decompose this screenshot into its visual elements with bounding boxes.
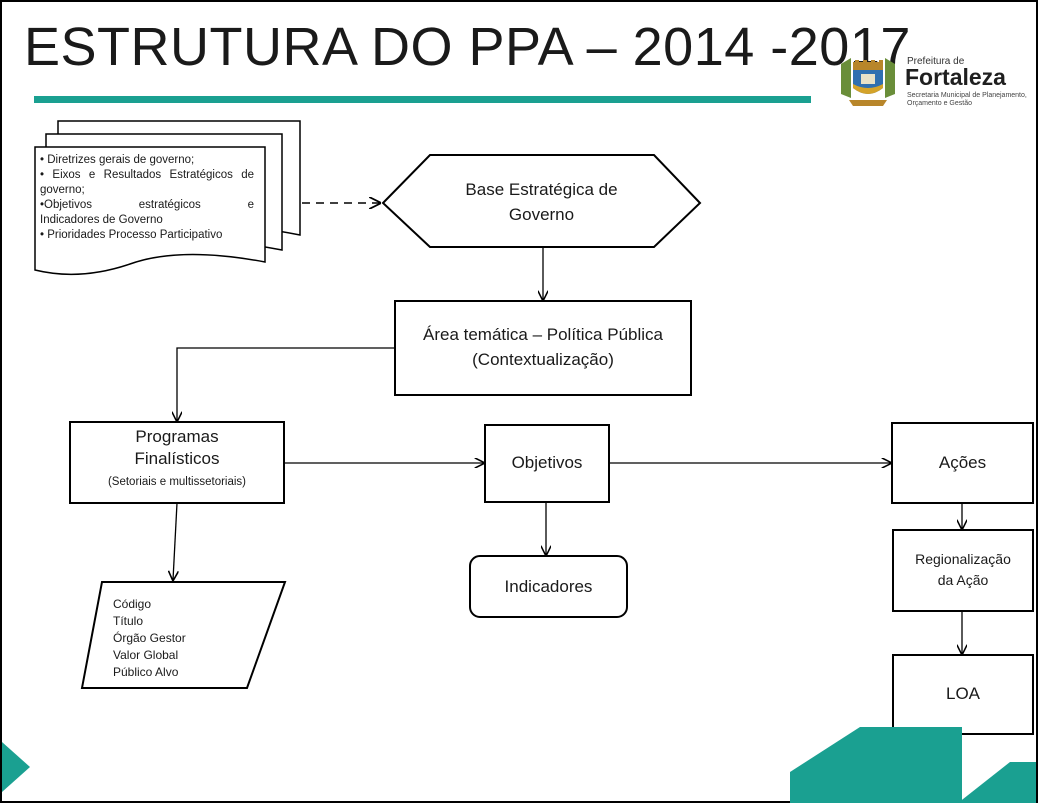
base-line1: Base Estratégica de xyxy=(465,180,618,199)
regionalizacao-line2: da Ação xyxy=(937,572,989,588)
atributo-item: Código xyxy=(113,597,152,611)
acoes-box xyxy=(891,422,1034,504)
programas-line1: Programas xyxy=(135,427,219,446)
atributos-list: Código Título Órgão Gestor Valor Global … xyxy=(113,596,186,681)
programas-note: (Setoriais e multissetoriais) xyxy=(107,476,247,488)
atributo-item: Público Alvo xyxy=(113,665,179,679)
atributo-item: Título xyxy=(113,614,144,628)
doc-line: •Objetivos estratégicos e xyxy=(40,199,254,211)
diretrizes-text: • Diretrizes gerais de governo; • Eixos … xyxy=(40,153,254,243)
loa-box xyxy=(892,654,1034,735)
document-stack-shape xyxy=(34,120,301,276)
title-underline xyxy=(34,96,811,103)
atributos-parallelogram xyxy=(80,581,287,689)
doc-line: • Diretrizes gerais de governo; xyxy=(40,154,195,166)
regionalizacao-box xyxy=(892,529,1034,612)
acoes-label: Ações xyxy=(938,453,987,472)
prefeitura-logo: Prefeitura de Fortaleza Secretaria Munic… xyxy=(835,54,1027,108)
doc-line: • Prioridades Processo Participativo xyxy=(40,229,223,241)
logo-prefix: Prefeitura de xyxy=(907,56,965,67)
teal-corner-shape xyxy=(790,727,962,803)
atributo-item: Órgão Gestor xyxy=(113,631,186,645)
logo-name: Fortaleza xyxy=(905,64,1006,90)
regionalizacao-label: Regionalização da Ação xyxy=(893,549,1033,591)
area-line1: Área temática – Política Pública xyxy=(422,325,663,344)
doc-line: Indicadores de Governo xyxy=(40,214,163,226)
regionalizacao-line1: Regionalização xyxy=(915,551,1011,567)
doc-line: governo; xyxy=(40,184,85,196)
arrow-programas-to-atributos xyxy=(173,502,177,580)
loa-label: LOA xyxy=(945,684,981,703)
indicadores-label: Indicadores xyxy=(504,577,593,596)
base-estrategica-label: Base Estratégica de Governo xyxy=(383,177,700,227)
slide-title: ESTRUTURA DO PPA – 2014 -2017 xyxy=(24,17,911,77)
indicadores-box xyxy=(469,555,628,618)
atributo-item: Valor Global xyxy=(113,648,179,662)
coat-of-arms-icon xyxy=(841,58,895,106)
area-tematica-label: Área temática – Política Pública (Contex… xyxy=(395,322,691,372)
programas-label: Programas Finalísticos (Setoriais e mult… xyxy=(70,426,284,490)
arrow-area-to-programas xyxy=(177,347,395,421)
base-line2: Governo xyxy=(508,205,575,224)
objetivos-box xyxy=(484,424,610,503)
teal-left-tab xyxy=(2,742,30,792)
base-estrategica-hexagon xyxy=(381,154,702,248)
area-line2: (Contextualização) xyxy=(472,350,614,369)
doc-line: • Eixos e Resultados Estratégicos de xyxy=(40,169,254,181)
logo-subtitle: Secretaria Municipal de Planejamento, Or… xyxy=(907,92,1027,107)
programas-line2: Finalísticos xyxy=(134,449,220,468)
teal-corner-stripe xyxy=(958,762,1036,803)
objetivos-label: Objetivos xyxy=(511,453,583,472)
area-tematica-box xyxy=(394,300,692,396)
